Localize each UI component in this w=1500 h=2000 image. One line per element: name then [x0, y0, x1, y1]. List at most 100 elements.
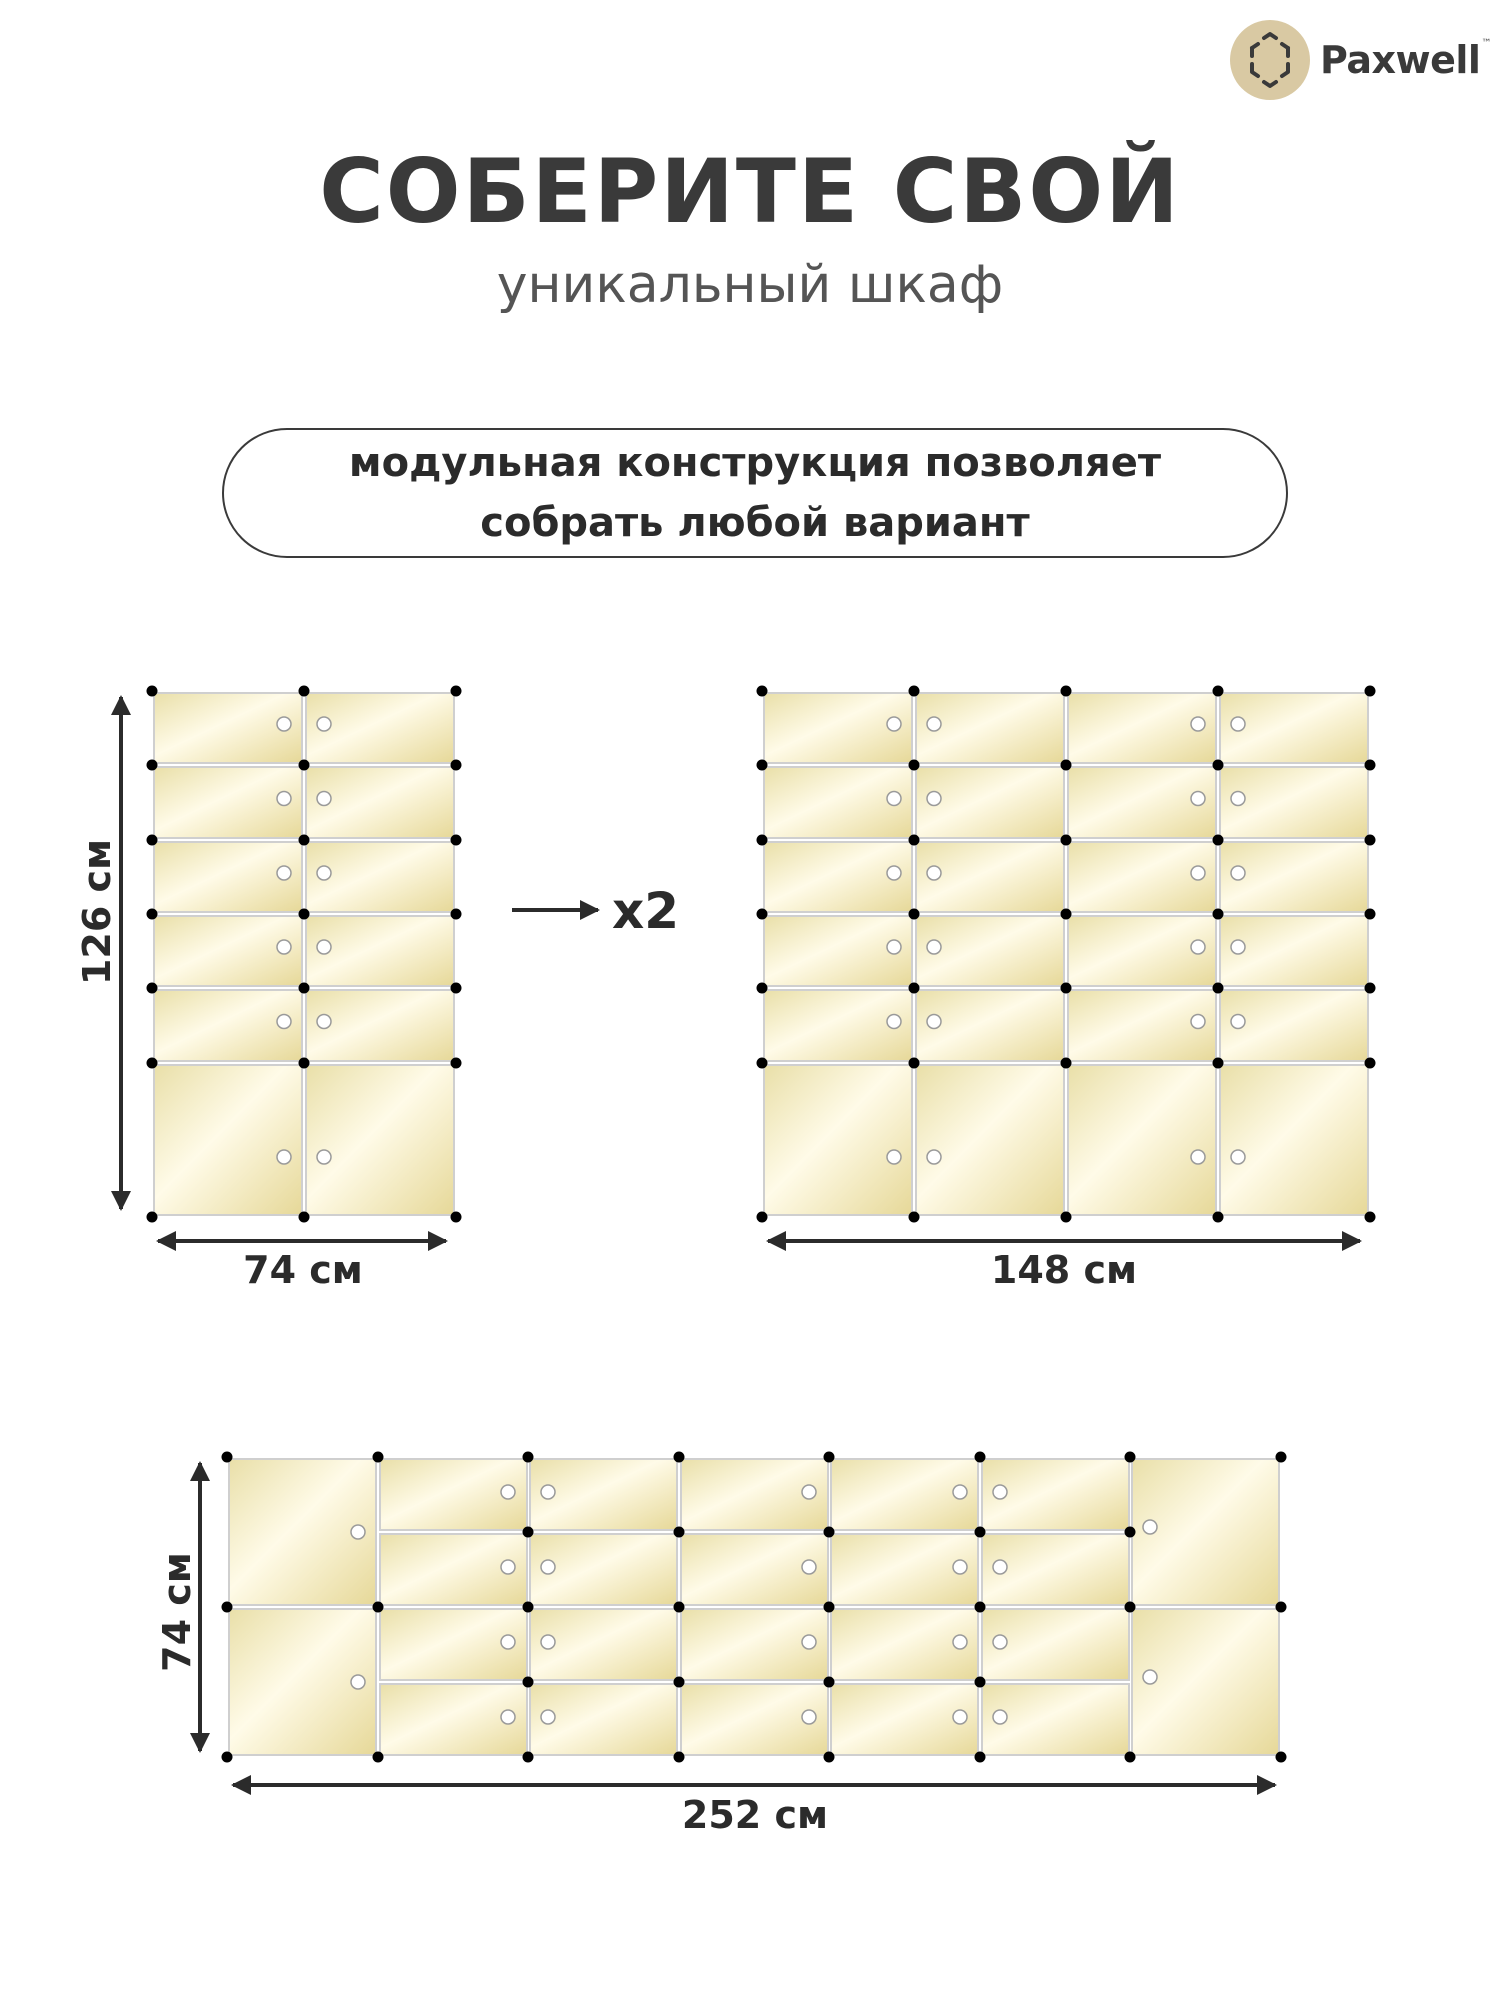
- door-knob-icon: [926, 790, 942, 807]
- connector-joint: [823, 1751, 835, 1763]
- connector-joint: [974, 1451, 986, 1463]
- connector-joint: [298, 685, 310, 697]
- page-title: СОБЕРИТЕ СВОЙ: [319, 140, 1181, 243]
- connector-joint: [450, 1211, 462, 1223]
- door-knob-icon: [926, 1149, 942, 1165]
- multiplier-label: x2: [612, 882, 679, 940]
- config-double-column: [756, 685, 1376, 1251]
- door-knob-icon: [801, 1634, 817, 1650]
- door-panel: [153, 989, 303, 1062]
- connector-joint: [1212, 685, 1224, 697]
- door-knob-icon: [926, 939, 942, 955]
- connector-joint: [146, 685, 158, 697]
- connector-joint: [756, 1211, 768, 1223]
- config-single-column: [111, 685, 462, 1251]
- door-knob-icon: [926, 865, 942, 881]
- door-knob-icon: [1230, 865, 1246, 881]
- door-knob-icon: [1142, 1519, 1158, 1535]
- connector-joint: [450, 1057, 462, 1069]
- door-knob-icon: [500, 1634, 516, 1650]
- door-knob-icon: [316, 1013, 332, 1030]
- connector-joint: [1060, 1057, 1072, 1069]
- connector-joint: [1124, 1601, 1136, 1613]
- connector-joint: [1364, 759, 1376, 771]
- door-panel: [1219, 915, 1369, 987]
- config-1-width-label: 74 см: [243, 1248, 363, 1292]
- door-knob-icon: [1230, 1013, 1246, 1030]
- door-panel: [1067, 692, 1217, 764]
- door-panel: [830, 1683, 979, 1756]
- door-knob-icon: [1230, 716, 1246, 732]
- tagline-line-2: собрать любой вариант: [480, 500, 1030, 546]
- config-3-width-label: 252 см: [682, 1793, 828, 1837]
- door-knob-icon: [952, 1559, 968, 1575]
- door-knob-icon: [952, 1634, 968, 1650]
- connector-joint: [1212, 1211, 1224, 1223]
- door-panel: [915, 766, 1065, 839]
- door-knob-icon: [316, 1149, 332, 1165]
- connector-joint: [522, 1676, 534, 1688]
- connector-joint: [908, 834, 920, 846]
- connector-joint: [673, 1451, 685, 1463]
- door-knob-icon: [1190, 865, 1206, 881]
- door-panel: [305, 915, 455, 987]
- connector-joint: [908, 908, 920, 920]
- connector-joint: [756, 982, 768, 994]
- connector-joint: [146, 1057, 158, 1069]
- connector-joint: [522, 1451, 534, 1463]
- door-panel: [915, 915, 1065, 987]
- door-knob-icon: [1230, 1149, 1246, 1165]
- door-panel: [1131, 1608, 1280, 1756]
- connector-joint: [1212, 982, 1224, 994]
- connector-joint: [298, 982, 310, 994]
- hexagon-box-logo-icon: [1230, 20, 1310, 100]
- connector-joint: [146, 834, 158, 846]
- connector-joint: [756, 834, 768, 846]
- connector-joint: [823, 1526, 835, 1538]
- door-panel: [915, 989, 1065, 1062]
- connector-joint: [756, 685, 768, 697]
- connector-joint: [298, 1211, 310, 1223]
- connector-joint: [673, 1751, 685, 1763]
- door-knob-icon: [926, 1013, 942, 1030]
- door-knob-icon: [886, 865, 902, 881]
- door-knob-icon: [276, 1149, 292, 1165]
- door-panel: [1067, 915, 1217, 987]
- door-panel: [915, 841, 1065, 913]
- connector-joint: [756, 759, 768, 771]
- door-panel: [1131, 1458, 1280, 1606]
- door-panel: [305, 989, 455, 1062]
- config-2-width-label: 148 см: [991, 1248, 1137, 1292]
- brand-logo: Paxwell™: [1230, 20, 1491, 100]
- page-subtitle: уникальный шкаф: [496, 255, 1004, 315]
- door-knob-icon: [1190, 1149, 1206, 1165]
- connector-joint: [1212, 1057, 1224, 1069]
- door-knob-icon: [316, 865, 332, 881]
- connector-joint: [221, 1601, 233, 1613]
- connector-joint: [1124, 1526, 1136, 1538]
- door-knob-icon: [500, 1559, 516, 1575]
- connector-joint: [1124, 1751, 1136, 1763]
- connector-joint: [298, 834, 310, 846]
- connector-joint: [1124, 1451, 1136, 1463]
- connector-joint: [908, 1211, 920, 1223]
- door-panel: [763, 692, 913, 764]
- door-knob-icon: [540, 1484, 556, 1500]
- connector-joint: [823, 1451, 835, 1463]
- door-panel: [763, 841, 913, 913]
- connector-joint: [298, 759, 310, 771]
- door-knob-icon: [540, 1634, 556, 1650]
- connector-joint: [146, 1211, 158, 1223]
- door-knob-icon: [540, 1709, 556, 1725]
- door-knob-icon: [276, 790, 292, 807]
- door-knob-icon: [316, 939, 332, 955]
- connector-joint: [221, 1451, 233, 1463]
- connector-joint: [974, 1676, 986, 1688]
- config-1-height-label: 126 см: [75, 839, 119, 985]
- door-knob-icon: [500, 1709, 516, 1725]
- door-panel: [1219, 766, 1369, 839]
- connector-joint: [1364, 834, 1376, 846]
- connector-joint: [1364, 1211, 1376, 1223]
- connector-joint: [450, 834, 462, 846]
- door-knob-icon: [992, 1709, 1008, 1725]
